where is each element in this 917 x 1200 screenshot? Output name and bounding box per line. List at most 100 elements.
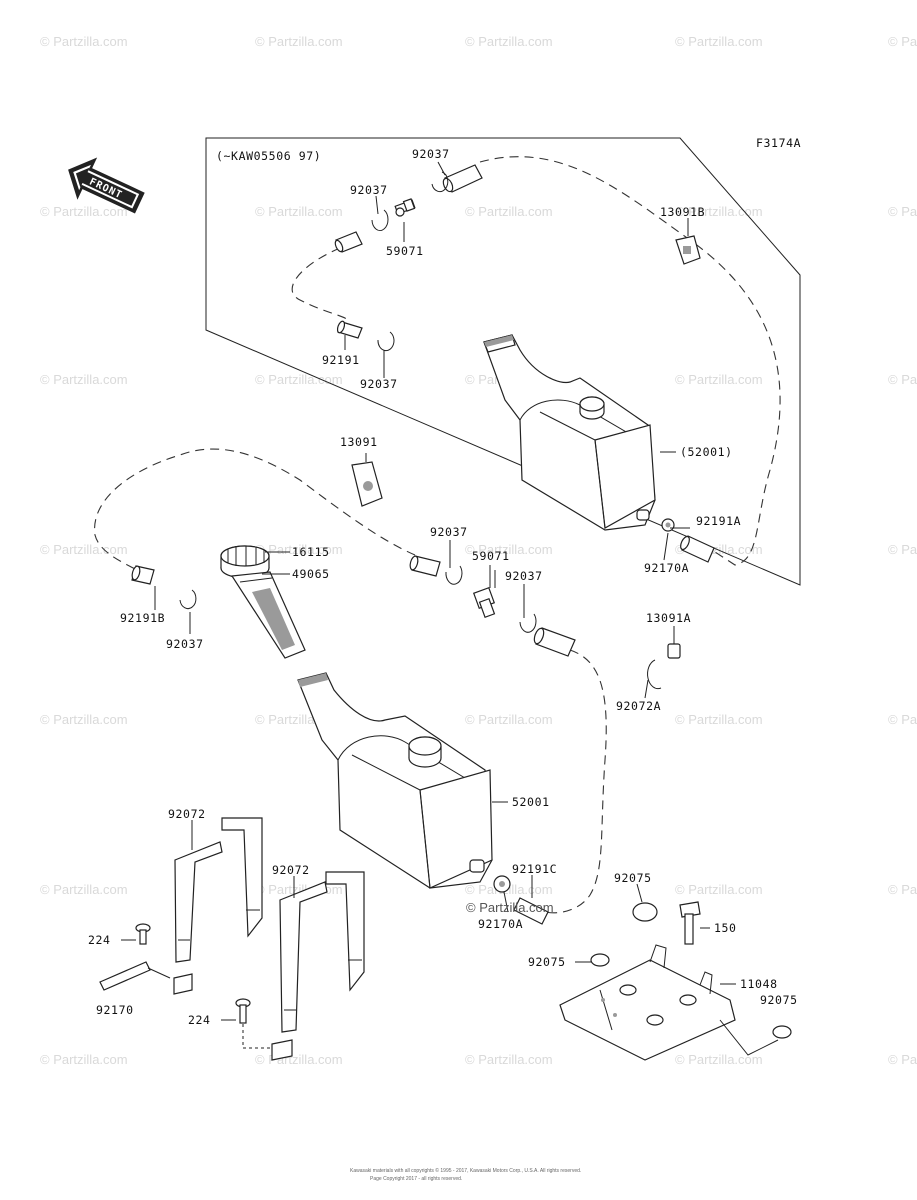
clamp-92037-bottomleft <box>179 589 197 610</box>
watermark-text: © Partzilla.com <box>675 882 763 897</box>
hose-segment-mid <box>409 555 441 577</box>
clamp-92037-top <box>431 171 449 193</box>
upper-hose-line <box>479 156 781 566</box>
watermark-center: © Partzilla.com <box>466 900 554 915</box>
upper-hose-left <box>291 247 351 323</box>
label-150: 150 <box>714 921 737 935</box>
front-arrow-icon: FRONT <box>68 157 145 214</box>
watermark-text: © Partzilla.com <box>40 542 128 557</box>
watermark-text: © Partzilla.com <box>465 34 553 49</box>
clamp-92037-left <box>371 209 389 231</box>
bracket-13091 <box>351 461 383 507</box>
watermark-text: © Partzilla.com <box>255 372 343 387</box>
band-92072A <box>647 659 662 690</box>
hose-92191A <box>680 535 715 563</box>
watermark-text: © Partzilla.com <box>40 34 128 49</box>
filler-cap-16115 <box>220 545 270 579</box>
clamp-92037-lower <box>377 331 395 352</box>
watermark-text: © Partzilla.com <box>40 1052 128 1067</box>
watermark-text: © Partzilla.com <box>888 372 917 387</box>
watermark-text: © Partzilla.com <box>675 372 763 387</box>
watermark-text: © Partzilla.com <box>675 34 763 49</box>
inset-frame <box>205 137 801 586</box>
footer-line1: Kawasaki materials with all copyrights ©… <box>350 1167 581 1174</box>
label-52001: 52001 <box>512 795 550 809</box>
bracket-13091A <box>667 643 681 659</box>
watermark-text: © Partzilla.com <box>465 1052 553 1067</box>
watermark-text: © Partzilla.com <box>465 204 553 219</box>
diagram-code: F3174A <box>756 136 801 150</box>
watermark-text: © Partzilla.com <box>40 882 128 897</box>
label-13091B: 13091B <box>660 205 705 219</box>
label-224: 224 <box>88 933 111 947</box>
hose-92191B <box>131 565 155 585</box>
label-92075: 92075 <box>614 871 652 885</box>
lower-hose-line-right <box>544 649 607 914</box>
label-92037: 92037 <box>166 637 204 651</box>
watermark-text: © Partzilla.com <box>888 712 917 727</box>
clip-92170 <box>99 961 151 991</box>
label-92170A: 92170A <box>644 561 689 575</box>
bolt-224-upper <box>135 923 151 945</box>
strap-92072-b <box>271 871 365 1061</box>
bolt-150 <box>679 901 701 945</box>
label-92191A: 92191A <box>696 514 741 528</box>
label-49065: 49065 <box>292 567 330 581</box>
hose-segment-right <box>533 627 576 657</box>
watermark-text: © Partzilla.com <box>255 34 343 49</box>
label-16115: 16115 <box>292 545 330 559</box>
watermark-text: © Partzilla.com <box>255 1052 343 1067</box>
watermark-text: © Partzilla.com <box>40 372 128 387</box>
label-92191: 92191 <box>322 353 360 367</box>
label-92075: 92075 <box>528 955 566 969</box>
label-224: 224 <box>188 1013 211 1027</box>
fitting-59071-lower <box>472 565 496 618</box>
oil-tank-upper <box>483 334 656 531</box>
footer-line2: Page Copyright 2017 - all rights reserve… <box>370 1176 462 1182</box>
leader-lines <box>121 161 736 1021</box>
clamp-92037-right <box>519 613 537 633</box>
watermark-text: © Partzilla.com <box>888 204 917 219</box>
serial-note: (~KAW05506 97) <box>216 149 321 163</box>
label-92037: 92037 <box>505 569 543 583</box>
label-92072A: 92072A <box>616 699 661 713</box>
lower-hose-line-left <box>94 448 416 573</box>
watermark-text: © Partzilla.com <box>675 1052 763 1067</box>
filler-neck-49065 <box>230 571 306 659</box>
watermark-text: © Partzilla.com <box>255 542 343 557</box>
label-92191B: 92191B <box>120 611 165 625</box>
hose-92191 <box>336 320 363 339</box>
strap-92072-a <box>173 817 263 995</box>
leader-92170 <box>147 967 171 979</box>
label-92170A: 92170A <box>478 917 523 931</box>
label-92037: 92037 <box>430 525 468 539</box>
clamp-92170A-lower <box>493 875 511 893</box>
mount-plate-11048 <box>559 944 736 1061</box>
label-13091A: 13091A <box>646 611 691 625</box>
fitting-59071-upper <box>394 198 416 217</box>
watermark-text: © Partzilla.com <box>888 542 917 557</box>
bolt-224-lower <box>235 998 251 1024</box>
label-92037: 92037 <box>360 377 398 391</box>
label-92037: 92037 <box>412 147 450 161</box>
label-92072: 92072 <box>168 807 206 821</box>
watermark-grid: © Partzilla.com © Partzilla.com © Partzill… <box>40 34 917 1067</box>
watermark-text: © Partzilla.com <box>465 882 553 897</box>
watermark-text: © Partzilla.com <box>40 204 128 219</box>
clamp-92037-mid <box>445 565 463 585</box>
watermark-text: © Partzilla.com <box>40 712 128 727</box>
pad-92075-left <box>590 953 610 967</box>
watermark-text: © Partzilla.com <box>465 712 553 727</box>
label-92191C: 92191C <box>512 862 557 876</box>
pad-92075-upper <box>632 902 658 922</box>
pad-92075-right <box>772 1025 792 1039</box>
hose-segment-small <box>334 231 363 253</box>
watermark-text: © Partzilla.com <box>888 882 917 897</box>
oil-tank-lower <box>297 672 493 889</box>
clamp-92170A-upper <box>661 518 675 532</box>
leader-224-lower <box>242 1024 272 1049</box>
watermark-text: © Partzilla.com <box>465 542 553 557</box>
label-92170: 92170 <box>96 1003 134 1017</box>
watermark-text: © Partzilla.com <box>675 712 763 727</box>
